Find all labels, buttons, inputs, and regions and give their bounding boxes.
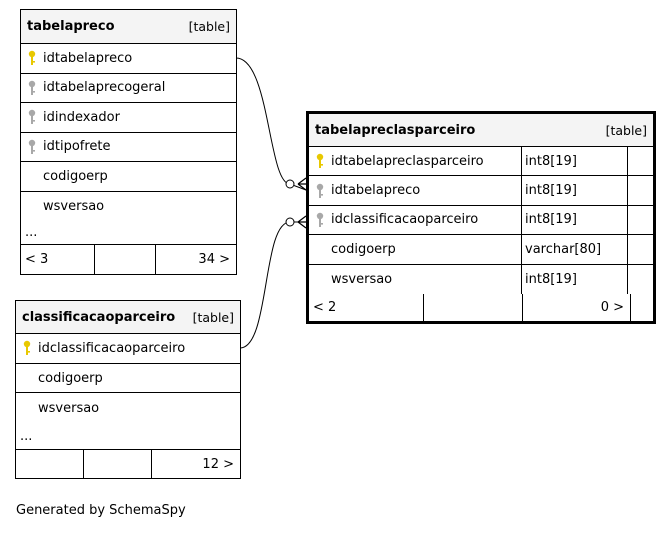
table-classificacaoparceiro[interactable]: classificacaoparceiro [table] idclassifi… (15, 300, 241, 480)
table-type-label: [table] (188, 19, 230, 34)
column-name: codigoerp (38, 370, 103, 386)
column-row[interactable]: idtabelapreco int8[19] (309, 176, 653, 206)
generated-by-label: Generated by SchemaSpy (16, 503, 186, 518)
column-name: idtabelapreco (331, 183, 421, 199)
more-columns-ellipsis: ... (20, 428, 33, 444)
parents-count[interactable]: < 3 (25, 252, 49, 267)
column-row[interactable]: idindexador (21, 103, 236, 133)
column-extra-cell (627, 235, 653, 264)
link-classificacaoparceiro-optional-marker (285, 217, 295, 227)
footer-middle (423, 293, 522, 321)
table-footer: < 3 34 > (21, 245, 236, 274)
column-row[interactable]: wsversao int8[19] (309, 264, 653, 294)
column-type: int8[19] (521, 147, 627, 176)
link-tabelapreco (235, 57, 307, 191)
column-extra-cell (627, 176, 653, 205)
children-count[interactable]: 12 > (151, 450, 240, 479)
primary-key-icon (21, 50, 43, 66)
table-header[interactable]: classificacaoparceiro [table] (16, 301, 240, 334)
table-tabelapreclasparceiro[interactable]: tabelapreclasparceiro [table] idtabelapr… (306, 111, 656, 324)
column-extra-cell (627, 264, 653, 294)
column-row[interactable]: idtabelapreco (21, 44, 236, 74)
column-name: codigoerp (331, 241, 396, 257)
more-columns-ellipsis: ... (25, 225, 38, 240)
footer-middle (83, 450, 151, 479)
column-type: int8[19] (521, 176, 627, 205)
column-row[interactable]: codigoerp (16, 364, 240, 394)
column-type: varchar[80] (521, 235, 627, 264)
column-row[interactable]: idclassificacaoparceiro (16, 334, 240, 364)
column-row[interactable]: codigoerp varchar[80] (309, 235, 653, 265)
column-extra-cell (627, 147, 653, 176)
column-name: wsversao (43, 198, 105, 214)
children-count[interactable]: 0 > (522, 293, 630, 321)
table-name: tabelapreco (27, 19, 115, 34)
column-row[interactable]: wsversao (16, 393, 240, 423)
primary-key-icon (309, 153, 331, 169)
column-row[interactable]: codigoerp (21, 162, 236, 192)
foreign-key-icon (21, 139, 43, 155)
column-name: idtabelapreclasparceiro (331, 153, 484, 169)
column-row[interactable]: idclassificacaoparceiro int8[19] (309, 205, 653, 236)
column-name: idclassificacaoparceiro (331, 212, 479, 228)
ellipsis-row: ... (16, 423, 240, 451)
table-footer: < 2 0 > (309, 293, 653, 321)
foreign-key-icon (309, 212, 331, 228)
foreign-key-icon (21, 109, 43, 125)
table-type-label: [table] (605, 122, 647, 138)
column-row[interactable]: idtipofrete (21, 133, 236, 162)
primary-key-icon (16, 340, 38, 356)
column-row[interactable]: wsversao (21, 192, 236, 222)
table-header[interactable]: tabelapreclasparceiro [table] (309, 114, 653, 147)
link-tabelapreco-optional-marker (285, 179, 295, 189)
column-name: idclassificacaoparceiro (38, 340, 186, 356)
footer-spacer (630, 293, 653, 321)
table-type-label: [table] (192, 309, 234, 325)
column-name: idindexador (43, 109, 120, 125)
link-classificacaoparceiro (239, 221, 306, 349)
column-name: wsversao (331, 271, 393, 287)
column-type: int8[19] (521, 205, 627, 235)
table-name: tabelapreclasparceiro (315, 122, 476, 138)
column-row[interactable]: idtabelapreclasparceiro int8[19] (309, 147, 653, 177)
foreign-key-icon (309, 183, 331, 199)
table-header[interactable]: tabelapreco [table] (21, 10, 236, 44)
link-tabelapreco-crowfoot (297, 177, 307, 191)
table-footer: 12 > (16, 450, 240, 479)
foreign-key-icon (21, 80, 43, 96)
column-type: int8[19] (521, 264, 627, 294)
parents-count[interactable] (16, 450, 83, 478)
link-classificacaoparceiro-crowfoot (297, 215, 307, 229)
column-name: codigoerp (43, 168, 108, 184)
column-row[interactable]: idtabelaprecogeral (21, 74, 236, 103)
table-tabelapreco[interactable]: tabelapreco [table] idtabelapreco idtabel… (20, 9, 237, 275)
column-extra-cell (627, 205, 653, 235)
column-name: wsversao (38, 400, 100, 416)
children-count[interactable]: 34 > (155, 245, 236, 274)
footer-middle (94, 245, 155, 274)
ellipsis-row: ... (21, 221, 236, 245)
column-name: idtabelaprecogeral (43, 80, 166, 96)
column-name: idtipofrete (43, 139, 111, 155)
parents-count[interactable]: < 2 (313, 299, 337, 315)
table-name: classificacaoparceiro (22, 309, 176, 325)
column-name: idtabelapreco (43, 50, 133, 66)
